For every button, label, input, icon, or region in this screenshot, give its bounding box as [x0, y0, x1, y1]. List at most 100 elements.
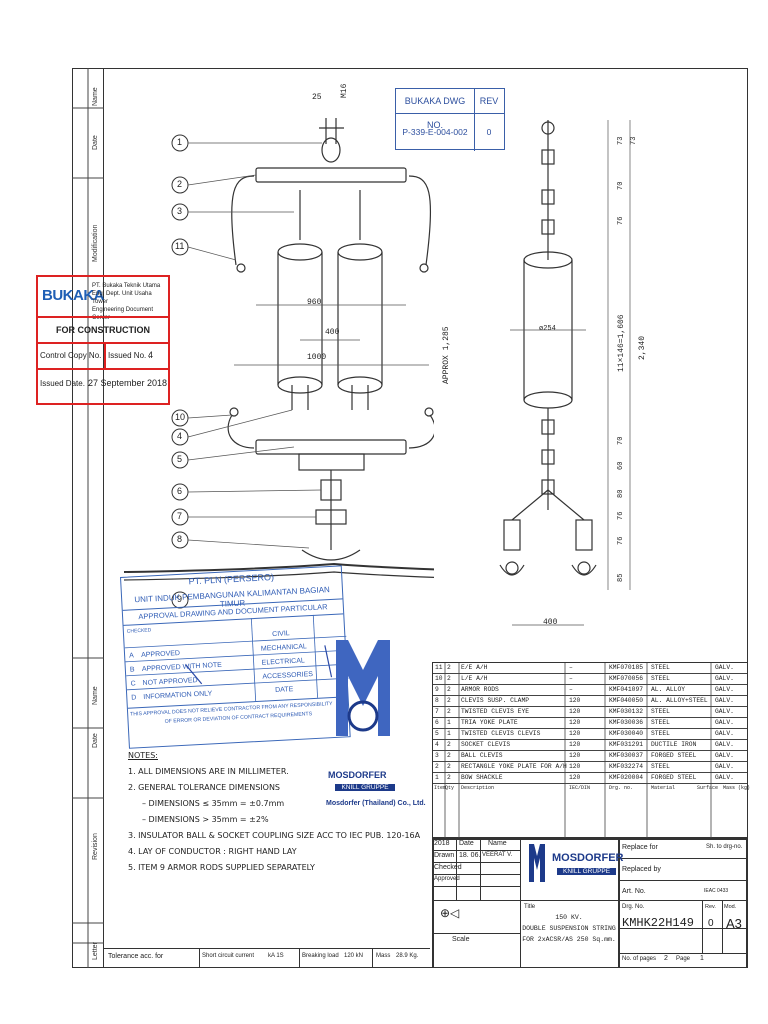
bukaka-dwg-number-box: BUKAKA DWG NO. REV P-339-E-004-002 0 [395, 88, 505, 151]
balloon-9: 9 [177, 594, 183, 604]
parts-cell: GALV. [715, 730, 734, 737]
parts-cell: – [569, 675, 573, 682]
note-2: 2. GENERAL TOLERANCE DIMENSIONS [128, 783, 281, 792]
frame-label-name-2: Name [92, 686, 99, 705]
parts-header-cell: Qty [445, 785, 455, 791]
dim-phi254: ø254 [539, 325, 556, 333]
parts-cell: GALV. [715, 763, 734, 770]
parts-cell: 2 [447, 686, 451, 693]
mosdorfer-logo-icon [336, 640, 390, 736]
dim-m16: M16 [340, 83, 349, 98]
frame-label-modification: Modification [92, 224, 99, 262]
tb-title-label: Title [524, 904, 536, 910]
parts-cell: 2 [435, 763, 439, 770]
balloon-2: 2 [177, 179, 183, 189]
tb-replace-for: Replace for [622, 844, 658, 851]
parts-cell: AL. ALLOY+STEEL [651, 697, 708, 704]
mosdorfer-group: KNILL GRUPPE [335, 784, 395, 791]
tb-page: 1 [700, 955, 704, 962]
dwg-number: P-339-E-004-002 [396, 113, 475, 151]
company-line-3: Engineering Document Center [92, 307, 154, 321]
frame-label-date: Date [92, 135, 99, 150]
issued-no-value: 4 [148, 350, 154, 360]
parts-cell: 1 [447, 730, 451, 737]
tb-mod-label: Mod. [724, 904, 737, 910]
tb-year: 2018 [434, 840, 450, 847]
issued-date-label: Issued Date. : [40, 379, 90, 388]
parts-cell: L/E A/H [461, 675, 488, 682]
bukaka-logo: BUKAKA [42, 287, 105, 304]
tb-iec: IEAC 0433 [704, 888, 729, 894]
parts-cell: E/E A/H [461, 664, 488, 671]
parts-cell: GALV. [715, 719, 734, 726]
parts-cell: KMF031291 [609, 741, 644, 748]
parts-grid-lines [444, 663, 712, 839]
tb-drg-no: KMHK22H149 [622, 916, 695, 930]
parts-cell: KMF030036 [609, 719, 644, 726]
issued-date-row: Issued Date. : 27 September 2018 [38, 368, 168, 403]
tb-rev-label: Rev. [705, 904, 716, 910]
front-view-drawing [123, 118, 434, 609]
tb-scale: Scale [452, 936, 470, 943]
parts-cell: 120 [569, 708, 581, 715]
tb-drawn: Drawn [434, 852, 455, 859]
breaking-load-label: Breaking load [302, 953, 339, 959]
company-line-1: PT. Bukaka Teknik Utama [92, 283, 161, 289]
tb-sh-to: Sh. to drg-no. [706, 844, 743, 850]
parts-cell: STEEL [651, 730, 670, 737]
revision-strip [72, 68, 104, 968]
short-circuit-label: Short circuit current [202, 953, 255, 959]
parts-cell: KMF070056 [609, 675, 644, 682]
parts-cell: KMF070185 [609, 664, 644, 671]
parts-cell: STEEL [651, 675, 670, 682]
parts-cell: 120 [569, 697, 581, 704]
approval-grid [124, 614, 349, 702]
title-block: Date Name 2018 Drawn 18. 06. VEERAT V. C… [432, 838, 748, 968]
dim-total: 2,340 [638, 335, 647, 360]
dwg-no-header: BUKAKA DWG NO. [396, 89, 475, 130]
side-dim-76c: 76 [617, 536, 625, 545]
bottom-info-bar: Tolerance acc. for Short circuit current… [104, 948, 430, 968]
side-dim-60: 60 [617, 461, 625, 470]
parts-cell: 120 [569, 763, 581, 770]
parts-cell: 5 [435, 730, 439, 737]
parts-cell: GALV. [715, 675, 734, 682]
parts-cell: KMF030132 [609, 708, 644, 715]
side-dim-85: 85 [617, 573, 625, 582]
parts-cell: 120 [569, 730, 581, 737]
mosdorfer-small-logo-icon [529, 844, 545, 882]
parts-cell: BALL CLEVIS [461, 752, 503, 759]
parts-cell: AL. ALLOY [651, 686, 686, 693]
parts-cell: GALV. [715, 774, 734, 781]
side-dim-80: 80 [617, 489, 625, 498]
parts-cell: FORGED STEEL [651, 774, 697, 781]
parts-cell: 10 [435, 675, 443, 682]
tb-rev: 0 [708, 918, 714, 929]
balloon-11: 11 [175, 241, 185, 251]
parts-cell: TWISTED CLEVIS CLEVIS [461, 730, 541, 737]
balloon-5: 5 [177, 454, 183, 464]
parts-cell: KMF030037 [609, 752, 644, 759]
parts-header-cell: Mass (kg) [723, 785, 751, 791]
parts-cell: 11 [435, 664, 443, 671]
short-circuit-value: kA 1S [268, 953, 284, 959]
revision-strip-lines [72, 68, 104, 968]
parts-cell: CLEVIS SUSP. CLAMP [461, 697, 530, 704]
note-2a: – DIMENSIONS ≤ 35mm = ±0.7mm [142, 799, 285, 808]
side-dim-73a: 73 [617, 136, 625, 145]
parts-cell: 8 [435, 697, 439, 704]
parts-cell: 1 [435, 774, 439, 781]
parts-header-cell: Drg. no. [609, 785, 634, 791]
dim-approx: APPROX 1,285 [442, 326, 451, 384]
parts-cell: SOCKET CLEVIS [461, 741, 511, 748]
breaking-load-value: 120 kN [344, 953, 364, 959]
parts-cell: STEEL [651, 708, 670, 715]
